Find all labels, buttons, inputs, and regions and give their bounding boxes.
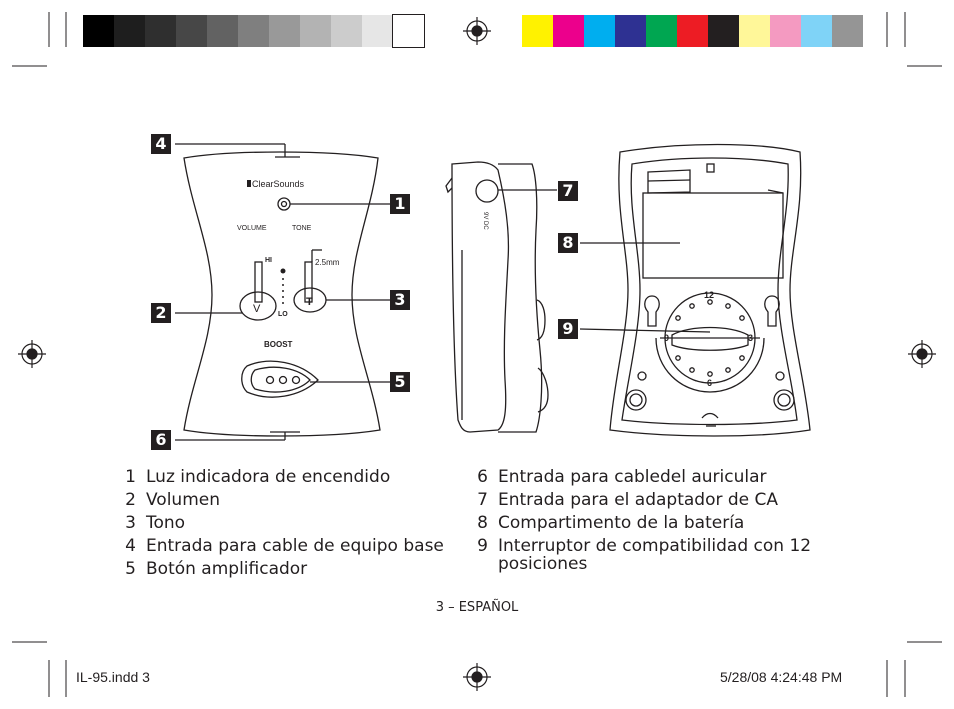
dial-12-label: 12 — [704, 290, 714, 300]
color-swatch — [392, 14, 425, 48]
color-swatch — [584, 15, 615, 47]
color-swatch — [739, 15, 770, 47]
callout-9: 9 — [558, 319, 578, 339]
color-swatch — [207, 15, 238, 47]
back-body-outline — [609, 143, 811, 437]
callout-6: 6 — [151, 430, 171, 450]
registration-mark-icon — [18, 17, 936, 691]
color-swatch — [331, 15, 362, 47]
callout-3: 3 — [390, 290, 410, 310]
color-swatch — [176, 15, 207, 47]
color-swatch — [708, 15, 739, 47]
slug-filename: IL-95.indd 3 — [76, 669, 150, 685]
wall-mount-slot-right — [764, 295, 780, 327]
callout-1: 1 — [390, 194, 410, 214]
callout-5: 5 — [390, 372, 410, 392]
battery-compartment — [642, 192, 784, 279]
color-swatch — [553, 15, 584, 47]
color-swatch — [646, 15, 677, 47]
tone-slider-track — [304, 261, 313, 303]
volume-label: VOLUME — [237, 225, 267, 232]
lo-label: LO — [278, 311, 288, 318]
callout-7: 7 — [558, 181, 578, 201]
tone-knob-letter: T — [306, 296, 313, 308]
color-swatch — [832, 15, 863, 47]
callout-8: 8 — [558, 233, 578, 253]
power-led-icon — [277, 197, 291, 211]
dial-9-label: 9 — [664, 333, 669, 343]
color-swatch — [83, 15, 114, 47]
color-swatch — [300, 15, 331, 47]
ac-adapter-jack — [475, 179, 499, 203]
color-swatch — [522, 15, 553, 47]
volume-knob-letter: V — [253, 303, 261, 315]
volume-slider-track — [254, 261, 263, 303]
boost-button-outline — [241, 360, 319, 398]
dial-6-label: 6 — [707, 378, 712, 388]
color-swatch — [801, 15, 832, 47]
jack-size-label: 2.5mm — [315, 258, 340, 267]
page-footer: 3 – ESPAÑOL — [435, 600, 519, 615]
hi-label: HI — [265, 257, 272, 264]
wall-mount-slot-left — [644, 295, 660, 327]
volume-knob — [239, 291, 277, 321]
boost-label: BOOST — [264, 340, 293, 349]
color-swatch — [269, 15, 300, 47]
color-swatch — [677, 15, 708, 47]
front-body-outline — [183, 151, 381, 437]
color-swatch — [615, 15, 646, 47]
tone-label: TONE — [292, 225, 312, 232]
callout-2: 2 — [151, 303, 171, 323]
slug-date: 5/28/08 4:24:48 PM — [720, 669, 843, 685]
dial-3-label: 3 — [748, 333, 753, 343]
color-swatch — [238, 15, 269, 47]
color-swatch — [770, 15, 801, 47]
color-swatch — [362, 15, 393, 47]
color-swatch — [145, 15, 176, 47]
brand-logo-text: ClearSounds — [252, 179, 305, 189]
dc-input-label: 9V DC — [482, 212, 488, 230]
side-body-outline — [451, 161, 510, 433]
color-swatch — [114, 15, 145, 47]
callout-4: 4 — [151, 134, 171, 154]
